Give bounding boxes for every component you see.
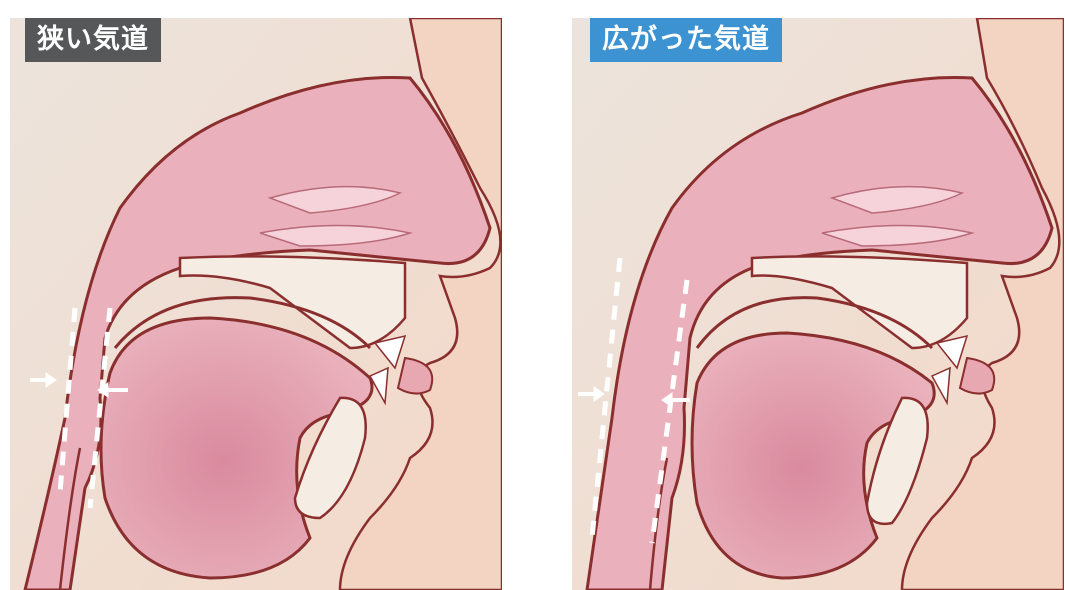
head-cross-section-wide (572, 18, 1064, 590)
narrow-airway-label: 狭い気道 (25, 18, 161, 62)
wide-airway-label: 広がった気道 (590, 18, 782, 62)
narrow-airway-illustration (10, 18, 502, 590)
head-cross-section-narrow (10, 18, 502, 590)
wide-airway-illustration (572, 18, 1064, 590)
